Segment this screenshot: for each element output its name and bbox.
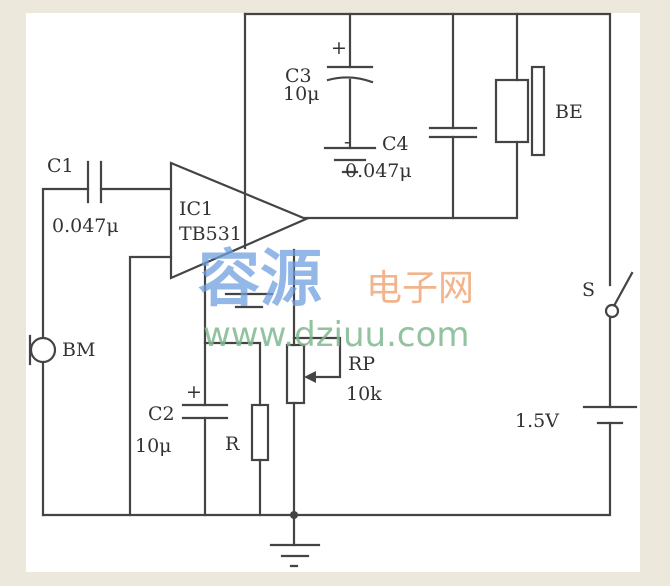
ic1-part: TB531 (179, 223, 242, 245)
potentiometer-rp (285, 343, 306, 405)
s-label: S (582, 279, 595, 301)
rp-value: 10k (346, 383, 382, 405)
c3-label: C3 (285, 65, 312, 87)
capacitor-c4 (428, 126, 478, 139)
capacitor-c3 (326, 65, 374, 84)
bm-label: BM (62, 339, 95, 361)
c1-value: 0.047μ (52, 215, 119, 237)
speaker-be (494, 65, 546, 157)
c4-label: C4 (382, 133, 409, 155)
resistor-r (250, 403, 270, 462)
c2-value: 10μ (135, 435, 172, 457)
wires (41, 12, 612, 547)
c3-minus: - (344, 131, 350, 153)
ground-symbol (269, 543, 321, 568)
c2-label: C2 (148, 403, 175, 425)
be-label: BE (555, 101, 583, 123)
switch-s (604, 271, 634, 319)
capacitor-c1 (86, 160, 103, 204)
amplifier-ic1 (169, 161, 309, 280)
watermark-suffix: 电子网 (366, 268, 474, 309)
capacitor-c2 (181, 403, 229, 420)
rp-label: RP (348, 353, 375, 375)
battery (582, 405, 638, 425)
ground-c3 (323, 146, 377, 174)
watermark-url: www.dziuu.com (203, 315, 470, 355)
c1-label: C1 (47, 155, 74, 177)
c4-value: 0.047μ (345, 160, 412, 182)
ic1-label: IC1 (179, 198, 213, 220)
c3-plus: + (331, 37, 347, 59)
r-label: R (225, 433, 240, 455)
c2-plus: + (186, 381, 202, 403)
battery-value: 1.5V (515, 410, 559, 432)
c3-value: 10μ (283, 83, 320, 105)
diagram-panel (26, 13, 640, 572)
junction-dot (290, 511, 298, 519)
wiper-arrow-icon (304, 371, 316, 383)
watermark-brand: 容源 (198, 242, 322, 315)
capacitor-small (224, 292, 274, 309)
microphone-bm (28, 334, 57, 366)
